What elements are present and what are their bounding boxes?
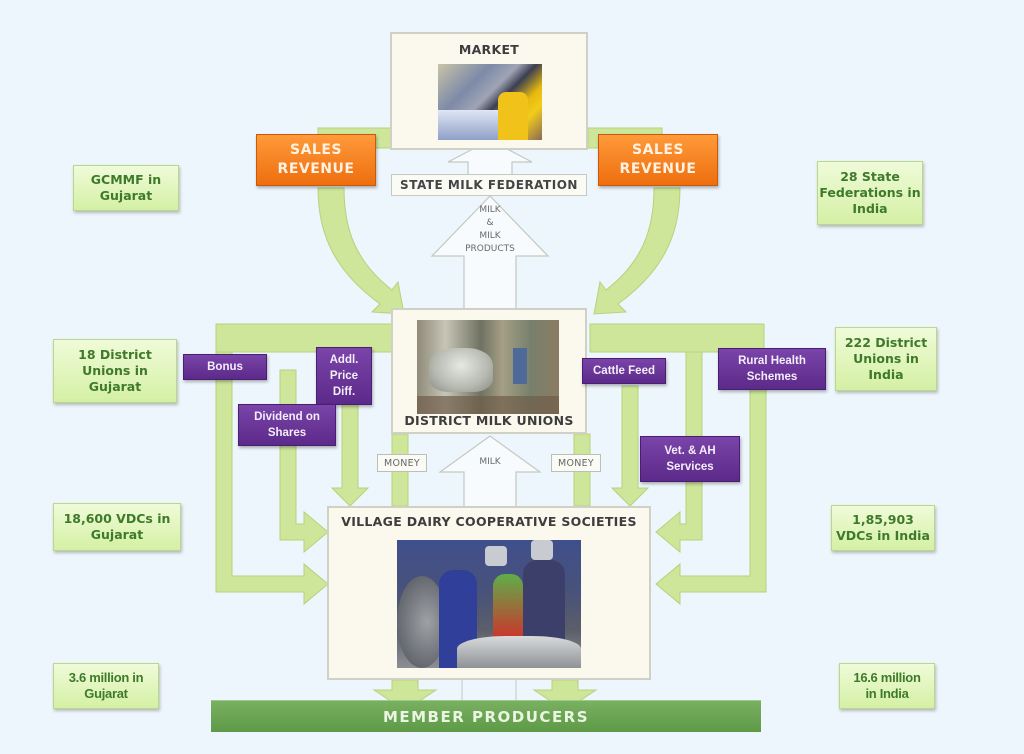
curved-arrow-right [593,187,681,315]
sales-revenue-right: SALES REVENUE [598,134,718,186]
village-societies-panel: VILLAGE DAIRY COOPERATIVE SOCIETIES [327,506,651,680]
stat-gcmmf-gujarat: GCMMF in Gujarat [73,165,179,211]
arrow-to-members-left [372,679,438,703]
milk-products-label: MILK & MILK PRODUCTS [465,205,515,254]
village-societies-photo [397,540,581,668]
sales-revenue-right-line1: SALES [632,142,684,158]
arrow-up-milk [438,435,542,509]
stat-members-india: 16.6 million in India [839,663,935,709]
sales-revenue-right-line2: REVENUE [619,161,697,177]
market-photo [438,64,542,140]
arrow-to-members-right [532,679,598,703]
arrow-up-milk-products [430,195,550,313]
member-producers-bar: MEMBER PRODUCERS [211,700,761,732]
milk-label: MILK [479,457,501,467]
market-panel: MARKET [390,32,588,150]
curved-arrow-left [317,187,405,315]
flow-cattle-feed [610,385,650,507]
stat-state-federations-india: 28 State Federations in India [817,161,923,225]
benefit-bonus: Bonus [183,354,267,380]
benefit-vet-ah-services: Vet. & AH Services [640,436,740,482]
stat-district-unions-india: 222 District Unions in India [835,327,937,391]
village-societies-title: VILLAGE DAIRY COOPERATIVE SOCIETIES [341,514,637,529]
flow-bonus [215,351,329,606]
state-milk-federation: STATE MILK FEDERATION [391,174,587,196]
benefit-rural-health-schemes: Rural Health Schemes [718,348,826,390]
district-unions-photo [417,320,559,414]
stat-district-unions-gujarat: 18 District Unions in Gujarat [53,339,177,403]
sales-revenue-left: SALES REVENUE [256,134,376,186]
stat-vdcs-gujarat: 18,600 VDCs in Gujarat [53,503,181,551]
stat-members-gujarat: 3.6 million in Gujarat [53,663,159,709]
district-milk-unions-title: DISTRICT MILK UNIONS [404,413,574,428]
flow-addl-price [330,399,370,507]
money-label-left: MONEY [377,454,427,472]
money-label-right: MONEY [551,454,601,472]
sales-revenue-left-line2: REVENUE [277,161,355,177]
benefit-cattle-feed: Cattle Feed [582,358,666,384]
market-title: MARKET [458,42,520,57]
district-milk-unions-panel: DISTRICT MILK UNIONS [391,308,587,434]
state-milk-federation-text: STATE MILK FEDERATION [400,178,578,192]
stat-vdcs-india: 1,85,903 VDCs in India [831,505,935,551]
benefit-dividend-on-shares: Dividend on Shares [238,404,336,446]
benefit-addl-price-diff: Addl. Price Diff. [316,347,372,405]
sales-revenue-left-line1: SALES [290,142,342,158]
flow-bar-union-right [589,323,765,353]
